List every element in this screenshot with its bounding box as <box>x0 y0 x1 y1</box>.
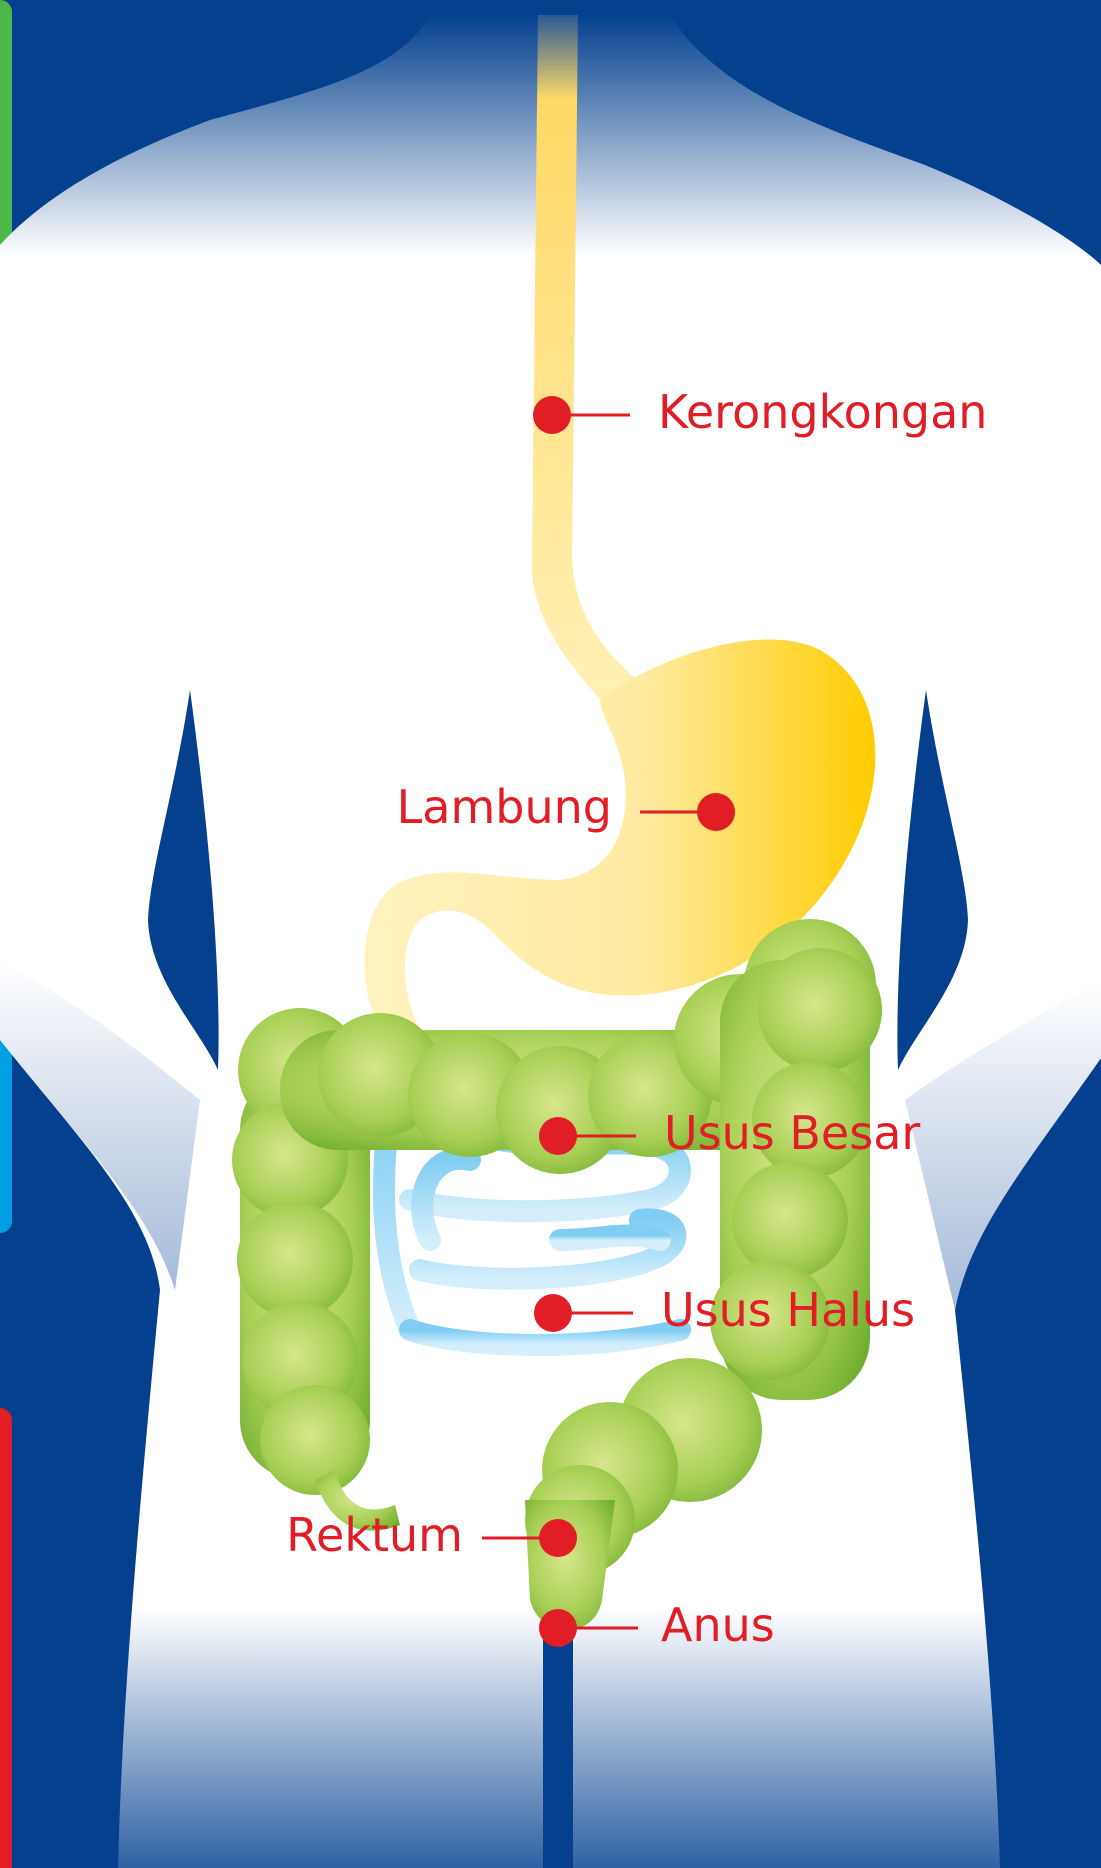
marker-usus-halus <box>534 1294 572 1332</box>
label-usus-halus: Usus Halus <box>661 1283 915 1337</box>
marker-lambung <box>697 793 735 831</box>
marker-usus-besar <box>539 1117 577 1155</box>
marker-kerongkongan <box>533 396 571 434</box>
marker-rektum <box>539 1519 577 1557</box>
marker-anus <box>539 1609 577 1647</box>
label-rektum: Rektum <box>286 1508 463 1562</box>
label-usus-besar: Usus Besar <box>664 1106 920 1160</box>
midline <box>543 1640 573 1868</box>
label-kerongkongan: Kerongkongan <box>658 385 987 439</box>
label-lambung: Lambung <box>397 780 612 834</box>
label-anus: Anus <box>661 1598 775 1652</box>
